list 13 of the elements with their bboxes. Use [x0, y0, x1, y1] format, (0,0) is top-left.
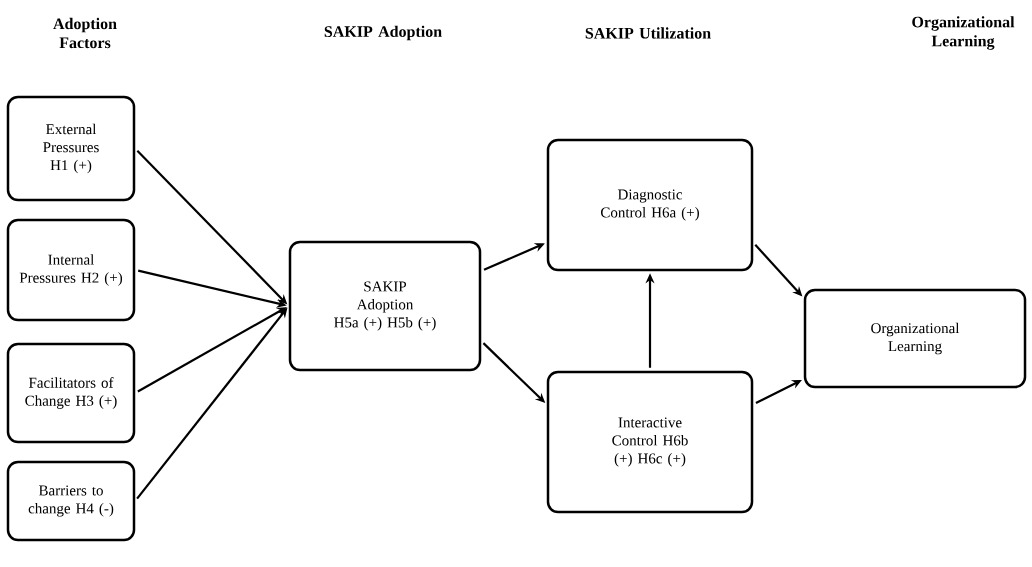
column-heading: SAKIP Adoption	[324, 25, 442, 41]
process-box: Diagnostic Control H6a (+)	[546, 138, 754, 272]
column-heading: Organizational Learning	[912, 16, 1015, 50]
process-box: External Pressures H1 (+)	[6, 95, 136, 202]
process-box: Internal Pressures H2 (+)	[6, 218, 136, 322]
column-heading: SAKIP Utilization	[585, 27, 711, 39]
process-box: SAKIP Adoption H5a (+) H5b (+)	[288, 240, 482, 372]
process-box: Interactive Control H6b (+) H6c (+)	[546, 370, 754, 514]
process-box: Facilitators of Change H3 (+)	[6, 342, 136, 444]
process-box: Barriers to change H4 (-)	[6, 460, 136, 542]
process-box: Organizational Learning	[803, 288, 1027, 389]
arrow	[137, 307, 287, 393]
column-heading: Adoption Factors	[53, 17, 117, 49]
